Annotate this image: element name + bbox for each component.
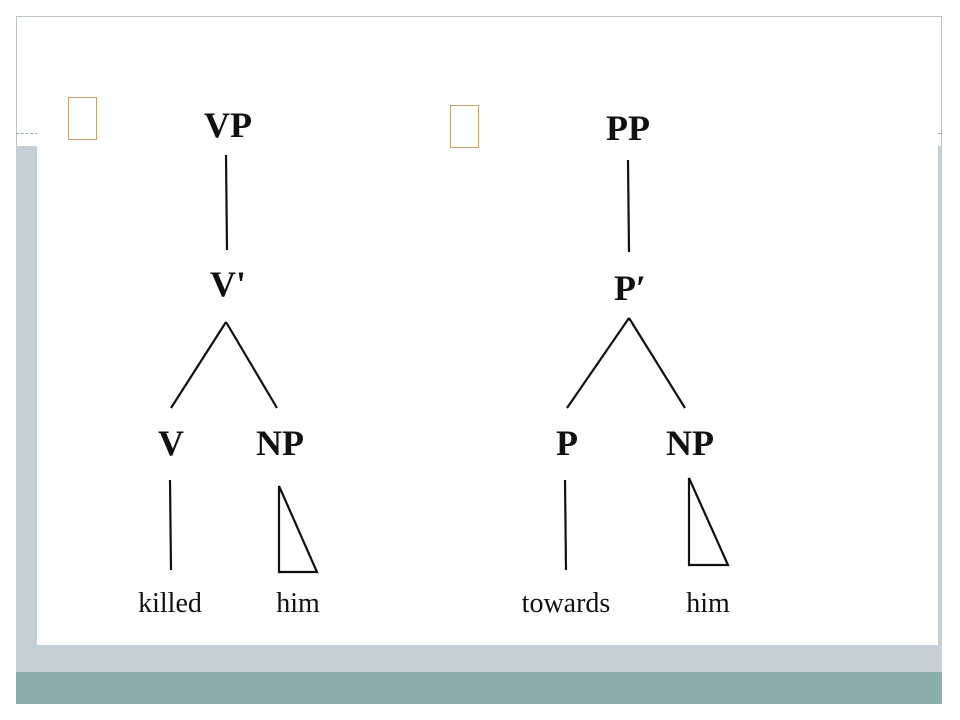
tree-pp-edge-head-word xyxy=(563,479,568,571)
bullet-icon-2 xyxy=(450,105,479,148)
tree-vp-edge-root-bar xyxy=(224,154,229,251)
tree-vp-edge-bar-complement xyxy=(225,321,278,409)
tree-pp: PP P′ P NP towards him xyxy=(522,108,730,619)
tree-vp-head-word: killed xyxy=(138,588,202,619)
tree-vp-complement-word: him xyxy=(276,588,320,619)
tree-vp-edge-bar-head xyxy=(170,321,227,409)
tree-vp: VP V' V NP killed him xyxy=(138,105,320,619)
tree-pp-complement-word: him xyxy=(686,588,730,619)
tree-pp-head-word: towards xyxy=(522,588,611,619)
dashed-divider-left xyxy=(16,133,38,134)
slide-footer-band xyxy=(16,672,942,704)
tree-pp-complement-label: NP xyxy=(666,423,714,463)
bullet-icon-1 xyxy=(68,97,97,140)
syntax-tree-image xyxy=(37,80,938,645)
dashed-divider-right xyxy=(938,133,942,134)
tree-vp-root-label: VP xyxy=(204,105,252,145)
tree-vp-head-label: V xyxy=(158,423,184,463)
tree-vp-bar-label: V' xyxy=(210,264,246,304)
tree-vp-edge-head-word xyxy=(168,479,173,571)
tree-pp-edge-bar-complement xyxy=(628,317,686,409)
tree-vp-complement-label: NP xyxy=(256,423,304,463)
tree-pp-bar-label: P′ xyxy=(614,268,646,308)
tree-pp-edge-root-bar xyxy=(626,159,631,253)
tree-pp-edge-bar-head xyxy=(566,317,630,409)
tree-pp-root-label: PP xyxy=(606,108,650,148)
tree-pp-head-label: P xyxy=(556,423,578,463)
tree-pp-triangle-icon xyxy=(687,477,730,567)
tree-vp-triangle-icon xyxy=(277,485,319,574)
